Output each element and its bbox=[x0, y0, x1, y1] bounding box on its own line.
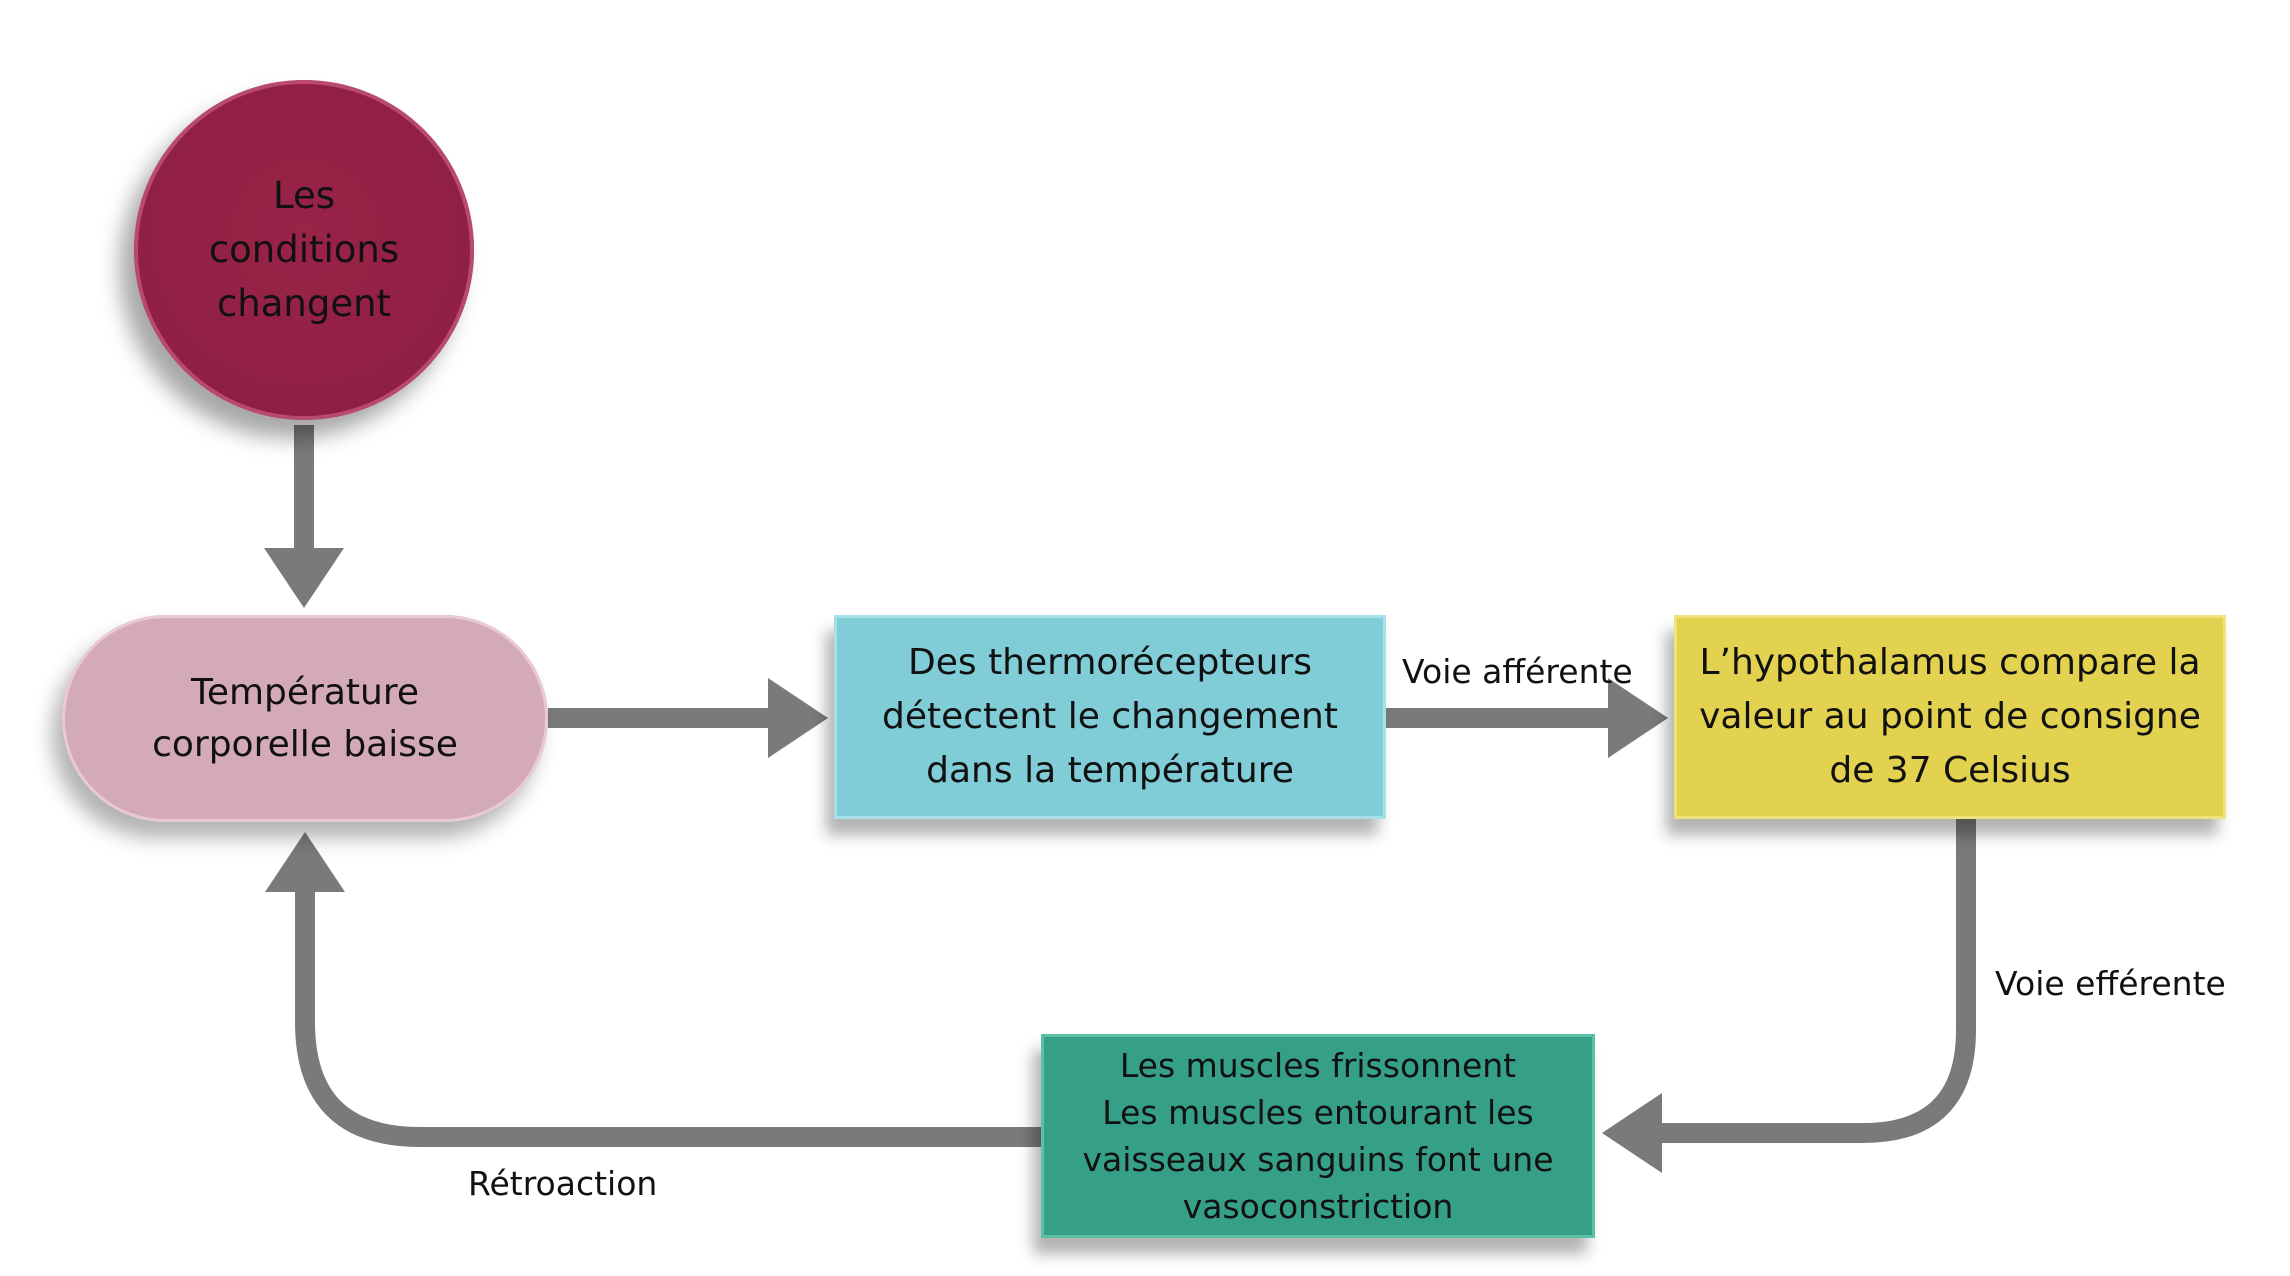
arrow-feedback bbox=[265, 832, 1041, 1147]
node-text: Température corporelle baisse bbox=[152, 671, 458, 765]
node-text: Des thermorécepteurs détectent le change… bbox=[882, 642, 1338, 791]
label-efferent: Voie efférente bbox=[1995, 964, 2226, 1003]
node-text: Les conditions changent bbox=[208, 174, 400, 325]
node-temperature-drops: Température corporelle baisse bbox=[62, 615, 548, 822]
node-text-line: vasoconstriction bbox=[1182, 1187, 1454, 1226]
node-text-line: Les muscles entourant les bbox=[1102, 1093, 1534, 1132]
node-text-line: Les muscles frissonnent bbox=[1119, 1046, 1517, 1085]
node-effectors: Les muscles frissonnent Les muscles ento… bbox=[1041, 1034, 1595, 1238]
label-afferent: Voie afférente bbox=[1402, 652, 1633, 691]
node-thermoreceptors: Des thermorécepteurs détectent le change… bbox=[834, 615, 1386, 819]
node-conditions-change: Les conditions changent bbox=[134, 80, 474, 420]
node-hypothalamus: L’hypothalamus compare la valeur au poin… bbox=[1674, 615, 2226, 819]
label-feedback: Rétroaction bbox=[468, 1164, 658, 1203]
node-text: L’hypothalamus compare la valeur au poin… bbox=[1699, 642, 2201, 791]
node-text-line: vaisseaux sanguins font une bbox=[1082, 1140, 1554, 1179]
arrow-efferent bbox=[1602, 819, 1976, 1173]
